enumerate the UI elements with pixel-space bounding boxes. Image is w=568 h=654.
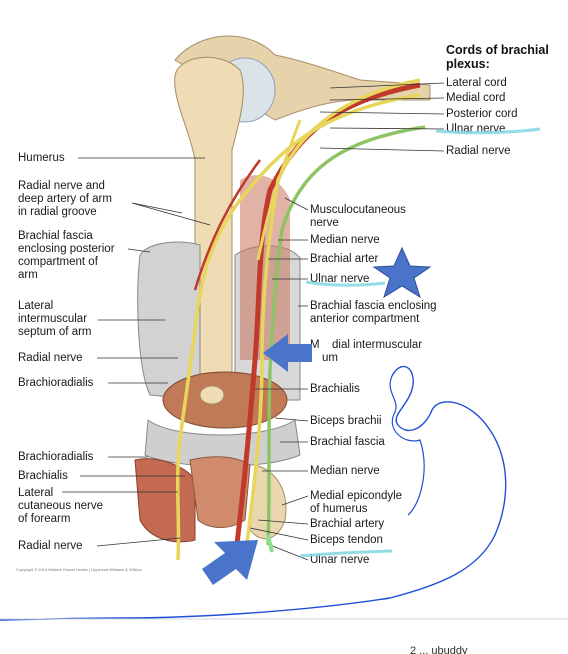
label-humerus: Humerus [18, 152, 65, 164]
label-radial-nerve-top: Radial nerve [446, 145, 511, 157]
brachial-plexus-heading: Cords of brachial plexus: [446, 43, 549, 71]
cross-section-bone [199, 385, 225, 405]
label-brachioradialis-low: Brachioradialis [18, 451, 94, 463]
label-medial-septum-b: dial intermuscular [332, 339, 423, 351]
label-posterior-cord: Posterior cord [446, 108, 518, 120]
label-lateral-septum: Lateral intermuscular septum of arm [18, 300, 92, 338]
label-brachial-fascia: Brachial fascia [310, 436, 385, 448]
label-radial-nerve-mid: Radial nerve [18, 352, 83, 364]
label-biceps-tendon: Biceps tendon [310, 534, 383, 546]
label-median-nerve-low: Median nerve [310, 465, 380, 477]
label-brachial-artery-low: Brachial artery [310, 518, 385, 530]
label-ulnar-nerve-top: Ulnar nerve [446, 123, 506, 135]
label-biceps-brachii: Biceps brachii [310, 415, 382, 427]
label-medial-septum-c: um [322, 352, 338, 364]
deep-artery-arm [193, 159, 262, 291]
bottom-right-fragment: 2 ... ubuddy [410, 645, 468, 654]
musculocutaneous-nerve [256, 119, 302, 261]
forearm-left-muscles [134, 458, 196, 543]
label-lateral-cutaneous: Lateral cutaneous nerve of forearm [18, 487, 104, 525]
label-ulnar-nerve-mid: Ulnar nerve [310, 273, 370, 285]
label-brachioradialis-mid: Brachioradialis [18, 377, 94, 389]
label-median-nerve-top: Median nerve [310, 234, 380, 246]
label-musculocutaneous-nerve: Musculocutaneous nerve [310, 204, 406, 229]
label-brachialis-right: Brachialis [310, 383, 360, 395]
label-brachial-artery-partial: Brachial arter [310, 253, 379, 265]
label-medial-epicondyle: Medial epicondyle of humerus [310, 490, 403, 515]
label-ulnar-nerve-low: Ulnar nerve [310, 554, 370, 566]
label-medial-septum-a: M [310, 339, 320, 351]
label-fascia-anterior: Brachial fascia enclosing anterior compa… [310, 300, 437, 325]
label-lateral-cord: Lateral cord [446, 77, 507, 89]
copyright-notice: Copyright © 2014 Wolters Kluwer Health |… [16, 567, 142, 572]
label-radial-nerve-artery: Radial nerve and deep artery of arm in r… [18, 180, 112, 218]
label-radial-nerve-low: Radial nerve [18, 540, 83, 552]
label-brachialis-left: Brachialis [18, 470, 68, 482]
label-medial-cord: Medial cord [446, 92, 506, 104]
label-fascia-posterior: Brachial fascia enclosing posterior comp… [18, 230, 115, 281]
